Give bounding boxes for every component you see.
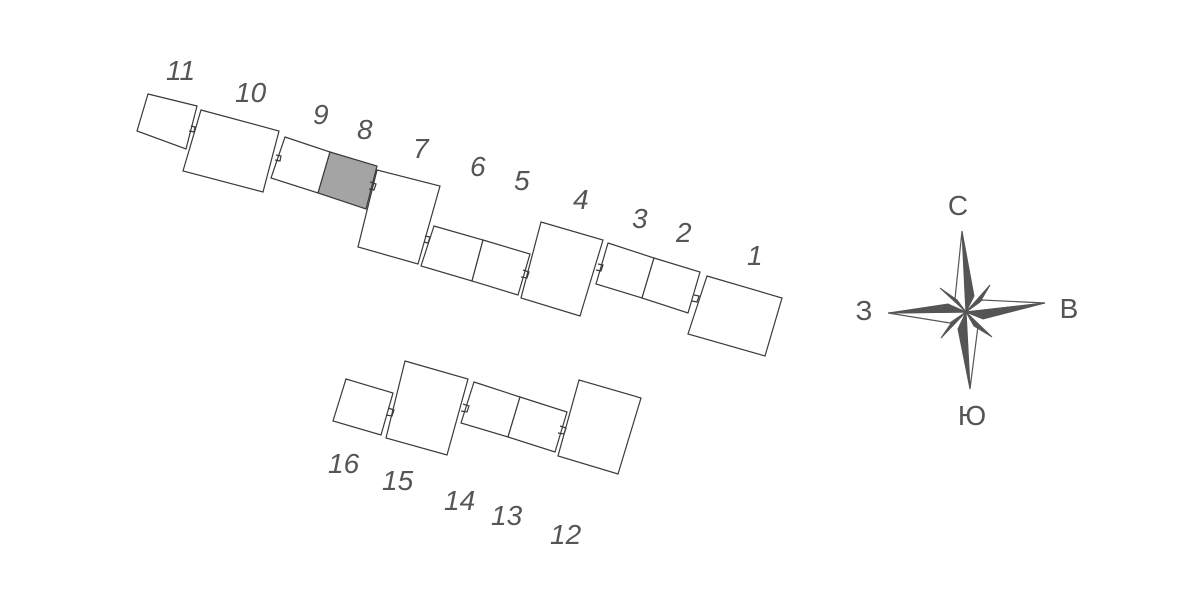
section-label: 3 bbox=[632, 203, 648, 234]
section-label: 14 bbox=[444, 485, 475, 516]
section-label: 8 bbox=[357, 114, 373, 145]
connector bbox=[423, 235, 431, 244]
section-label: 11 bbox=[166, 55, 195, 86]
section-label: 1 bbox=[747, 240, 763, 271]
compass-west-label: З bbox=[856, 295, 873, 326]
compass-rose: С В Ю З bbox=[856, 190, 1079, 431]
section-label: 5 bbox=[514, 165, 530, 196]
section-4[interactable] bbox=[520, 221, 604, 317]
section-11[interactable] bbox=[136, 93, 198, 150]
building-row-south bbox=[332, 360, 642, 475]
section-label: 6 bbox=[470, 151, 486, 182]
building-row-north bbox=[136, 93, 783, 357]
section-1[interactable] bbox=[687, 275, 783, 357]
section-labels: 11 10 9 8 7 6 5 4 3 2 1 16 15 14 13 12 bbox=[166, 55, 763, 550]
section-10[interactable] bbox=[182, 109, 280, 193]
connector bbox=[557, 425, 567, 435]
compass-south-label: Ю bbox=[958, 400, 986, 431]
connector bbox=[274, 154, 282, 162]
connector bbox=[520, 269, 530, 279]
section-12[interactable] bbox=[557, 379, 642, 475]
connector bbox=[691, 294, 700, 303]
section-13[interactable] bbox=[507, 396, 568, 453]
section-8[interactable] bbox=[317, 151, 378, 210]
section-2[interactable] bbox=[641, 257, 701, 314]
connector bbox=[595, 263, 604, 272]
connector bbox=[385, 407, 395, 417]
section-label: 9 bbox=[313, 99, 329, 130]
section-5[interactable] bbox=[471, 239, 531, 296]
section-label: 2 bbox=[675, 217, 692, 248]
section-label: 16 bbox=[328, 448, 360, 479]
compass-north-label: С bbox=[948, 190, 968, 221]
connector bbox=[460, 403, 470, 413]
section-label: 15 bbox=[382, 465, 414, 496]
section-16[interactable] bbox=[332, 378, 394, 436]
section-label: 4 bbox=[573, 184, 589, 215]
connector bbox=[188, 125, 196, 133]
compass-east-label: В bbox=[1060, 293, 1079, 324]
section-label: 12 bbox=[550, 519, 582, 550]
section-label: 10 bbox=[235, 77, 267, 108]
section-label: 13 bbox=[491, 500, 523, 531]
section-7[interactable] bbox=[357, 169, 441, 265]
section-15[interactable] bbox=[385, 360, 469, 456]
section-label: 7 bbox=[413, 133, 430, 164]
connector bbox=[368, 181, 377, 191]
